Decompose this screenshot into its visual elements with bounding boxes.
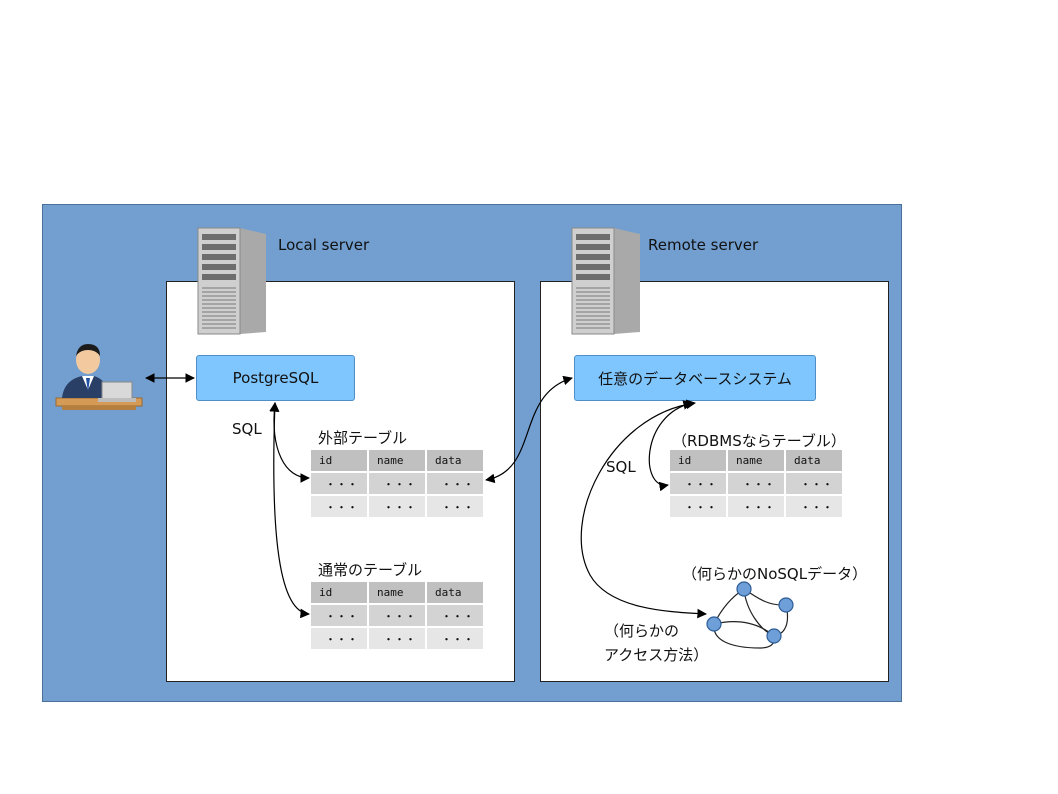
foreign-table-to-remote-db-arrow	[485, 375, 573, 484]
table-cell: ・・・	[369, 628, 425, 649]
normal-table-title: 通常のテーブル	[318, 561, 423, 579]
table-cell: ・・・	[427, 605, 483, 626]
remote-table-title: （RDBMSならテーブル）	[672, 432, 846, 450]
table-cell: ・・・	[311, 473, 367, 494]
table-row: ・・・ ・・・ ・・・	[311, 473, 483, 494]
nosql-access-line1: （何らかの	[604, 622, 680, 640]
table-row: ・・・ ・・・ ・・・	[311, 496, 483, 517]
nosql-access-line2: アクセス方法）	[604, 646, 709, 664]
table-header-row: id name data	[311, 450, 483, 471]
table-cell: ・・・	[728, 496, 784, 517]
table-header-cell: name	[369, 450, 425, 471]
remote-sql-label: SQL	[606, 458, 636, 476]
table-cell: ・・・	[728, 473, 784, 494]
normal-table: id name data ・・・ ・・・ ・・・ ・・・ ・・・ ・・・	[309, 580, 485, 651]
table-cell: ・・・	[311, 496, 367, 517]
table-row: ・・・ ・・・ ・・・	[670, 473, 842, 494]
nosql-node	[736, 581, 752, 597]
table-header-cell: data	[786, 450, 842, 471]
table-header-cell: name	[369, 582, 425, 603]
table-cell: ・・・	[427, 496, 483, 517]
table-header-cell: id	[311, 450, 367, 471]
table-row: ・・・ ・・・ ・・・	[311, 628, 483, 649]
table-header-cell: name	[728, 450, 784, 471]
postgresql-box: PostgreSQL	[196, 355, 355, 401]
foreign-table: id name data ・・・ ・・・ ・・・ ・・・ ・・・ ・・・	[309, 448, 485, 519]
nosql-node	[778, 597, 794, 613]
server-tower-icon	[197, 227, 266, 335]
postgresql-to-foreign-table-arrow	[269, 402, 310, 483]
table-cell: ・・・	[427, 473, 483, 494]
remote-db-to-nosql-arrow	[580, 399, 707, 619]
table-cell: ・・・	[369, 473, 425, 494]
remote-db-to-remote-table-arrow	[648, 400, 693, 492]
table-cell: ・・・	[786, 473, 842, 494]
postgresql-to-normal-table-arrow	[269, 402, 310, 619]
table-cell: ・・・	[369, 605, 425, 626]
nosql-title: （何らかのNoSQLデータ）	[682, 565, 868, 583]
server-tower-icon	[571, 227, 640, 335]
table-header-cell: id	[311, 582, 367, 603]
local-server-title: Local server	[278, 236, 370, 254]
table-cell: ・・・	[786, 496, 842, 517]
remote-server-title: Remote server	[648, 236, 759, 254]
table-row: ・・・ ・・・ ・・・	[311, 605, 483, 626]
table-cell: ・・・	[427, 628, 483, 649]
user-at-laptop-icon	[55, 344, 143, 410]
table-cell: ・・・	[369, 496, 425, 517]
foreign-table-title: 外部テーブル	[318, 429, 408, 447]
table-header-cell: data	[427, 450, 483, 471]
table-header-row: id name data	[311, 582, 483, 603]
nosql-node	[766, 628, 782, 644]
table-header-cell: data	[427, 582, 483, 603]
local-sql-label: SQL	[232, 420, 262, 438]
table-cell: ・・・	[311, 628, 367, 649]
remote-db-box: 任意のデータベースシステム	[574, 355, 816, 401]
table-cell: ・・・	[311, 605, 367, 626]
nosql-node	[706, 616, 722, 632]
